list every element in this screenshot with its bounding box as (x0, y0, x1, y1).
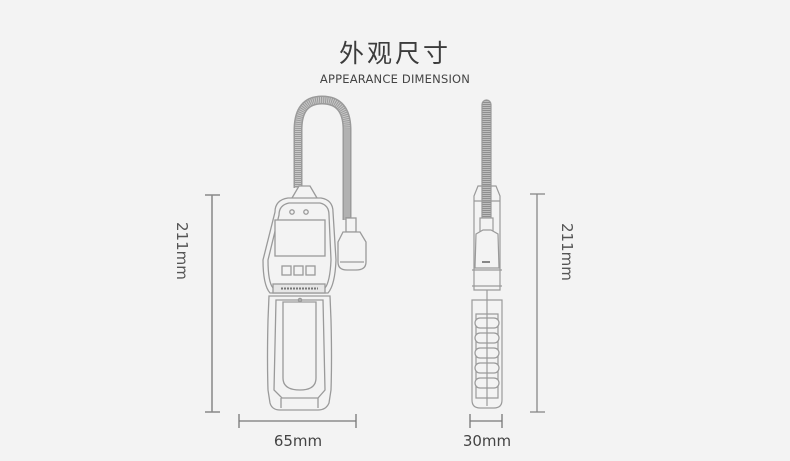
front-height-label: 211mm (173, 222, 191, 280)
front-height-dimension (205, 194, 220, 413)
side-height-dimension (530, 193, 545, 413)
front-width-dimension (238, 414, 357, 428)
side-height-label: 211mm (558, 223, 576, 281)
front-width-label: 65mm (273, 432, 323, 450)
side-width-label: 30mm (462, 432, 512, 450)
side-width-dimension (469, 414, 503, 428)
device-front-view (262, 95, 367, 411)
page-title: 外观尺寸 (338, 39, 451, 68)
page-subtitle: APPEARANCE DIMENSION (319, 72, 471, 86)
device-side-view (471, 99, 503, 409)
